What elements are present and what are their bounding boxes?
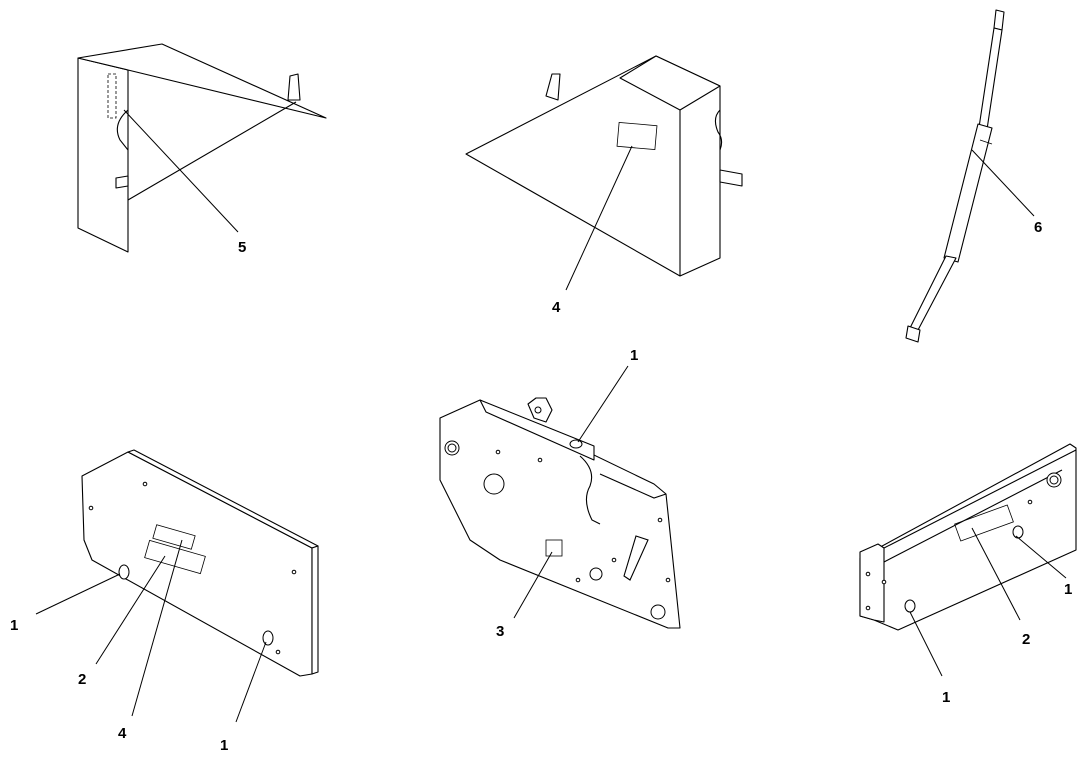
callout-2-bottom-right: 2 bbox=[1022, 631, 1030, 648]
callout-1-bottom-middle: 1 bbox=[630, 347, 638, 364]
callout-1b-bottom-left: 1 bbox=[220, 737, 228, 754]
top-right-gas-spring-part bbox=[905, 9, 1035, 343]
top-left-shield-part bbox=[77, 43, 327, 253]
bottom-left-panel-part bbox=[35, 449, 319, 723]
callout-6-top-right: 6 bbox=[1034, 219, 1042, 236]
bottom-right-bracket-part bbox=[859, 443, 1077, 677]
callout-2-bottom-left: 2 bbox=[78, 671, 86, 688]
callout-1a-bottom-right: 1 bbox=[1064, 581, 1072, 598]
callout-5-top-left: 5 bbox=[238, 239, 246, 256]
callout-4-bottom-left: 4 bbox=[118, 725, 127, 742]
callout-1b-bottom-right: 1 bbox=[942, 689, 950, 706]
callout-3-bottom-middle: 3 bbox=[496, 623, 504, 640]
callout-4-top-middle: 4 bbox=[552, 299, 561, 316]
top-middle-shield-part bbox=[465, 55, 743, 291]
bottom-middle-plate-part bbox=[439, 365, 681, 629]
callout-1a-bottom-left: 1 bbox=[10, 617, 18, 634]
